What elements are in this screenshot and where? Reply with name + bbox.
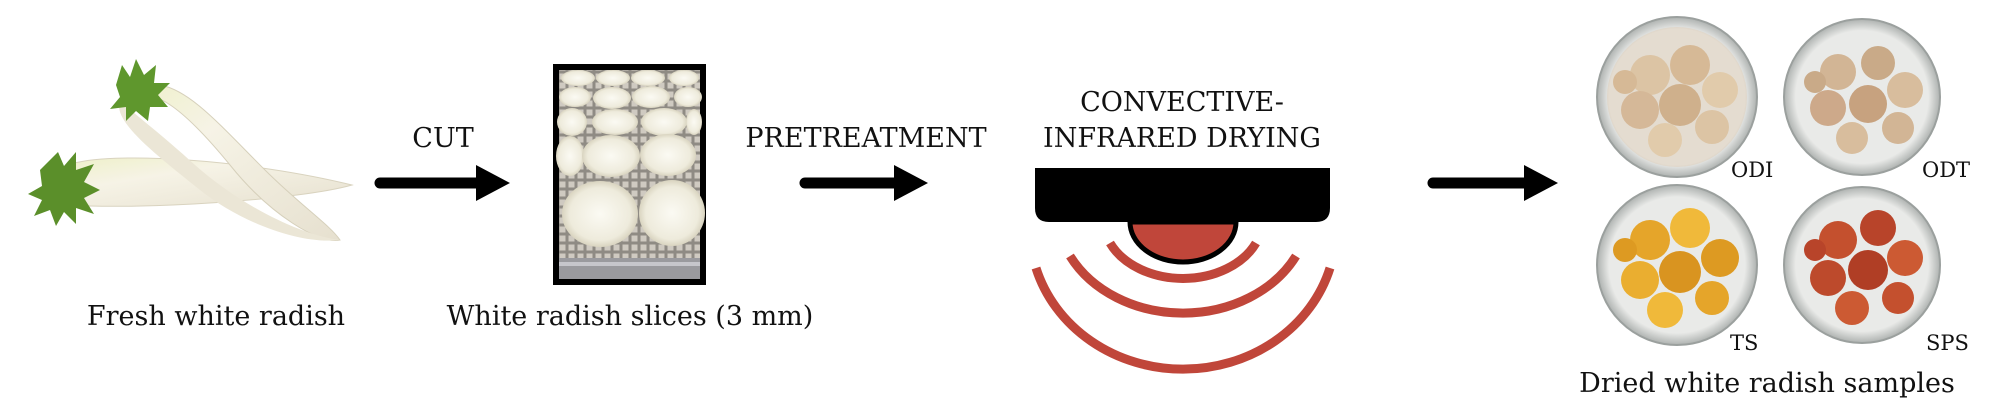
sample-dish-odt [1783,18,1941,176]
label-fresh-radish: Fresh white radish [86,301,346,332]
label-dryer-line1: CONVECTIVE- [1080,87,1284,118]
label-sample-sps: SPS [1926,331,1969,355]
arrow-pretreatment [799,165,928,201]
label-dryer-line2: INFRARED DRYING [1043,123,1321,154]
arrow-to-samples [1427,165,1558,201]
sample-dish-sps [1783,186,1941,344]
radish-slices-image [553,64,706,285]
label-sample-odi: ODI [1731,158,1774,182]
label-dried-samples: Dried white radish samples [1579,368,1955,399]
sample-dish-odi [1596,16,1758,178]
label-pretreatment: PRETREATMENT [745,123,987,154]
arrow-cut [374,165,510,201]
label-radish-slices: White radish slices (3 mm) [446,301,814,332]
label-cut: CUT [412,123,474,154]
label-sample-ts: TS [1730,331,1759,355]
sample-dish-ts [1596,184,1758,346]
infrared-dryer-icon [1031,168,1335,374]
label-sample-odt: ODT [1922,158,1971,182]
fresh-radish-image [28,59,354,242]
